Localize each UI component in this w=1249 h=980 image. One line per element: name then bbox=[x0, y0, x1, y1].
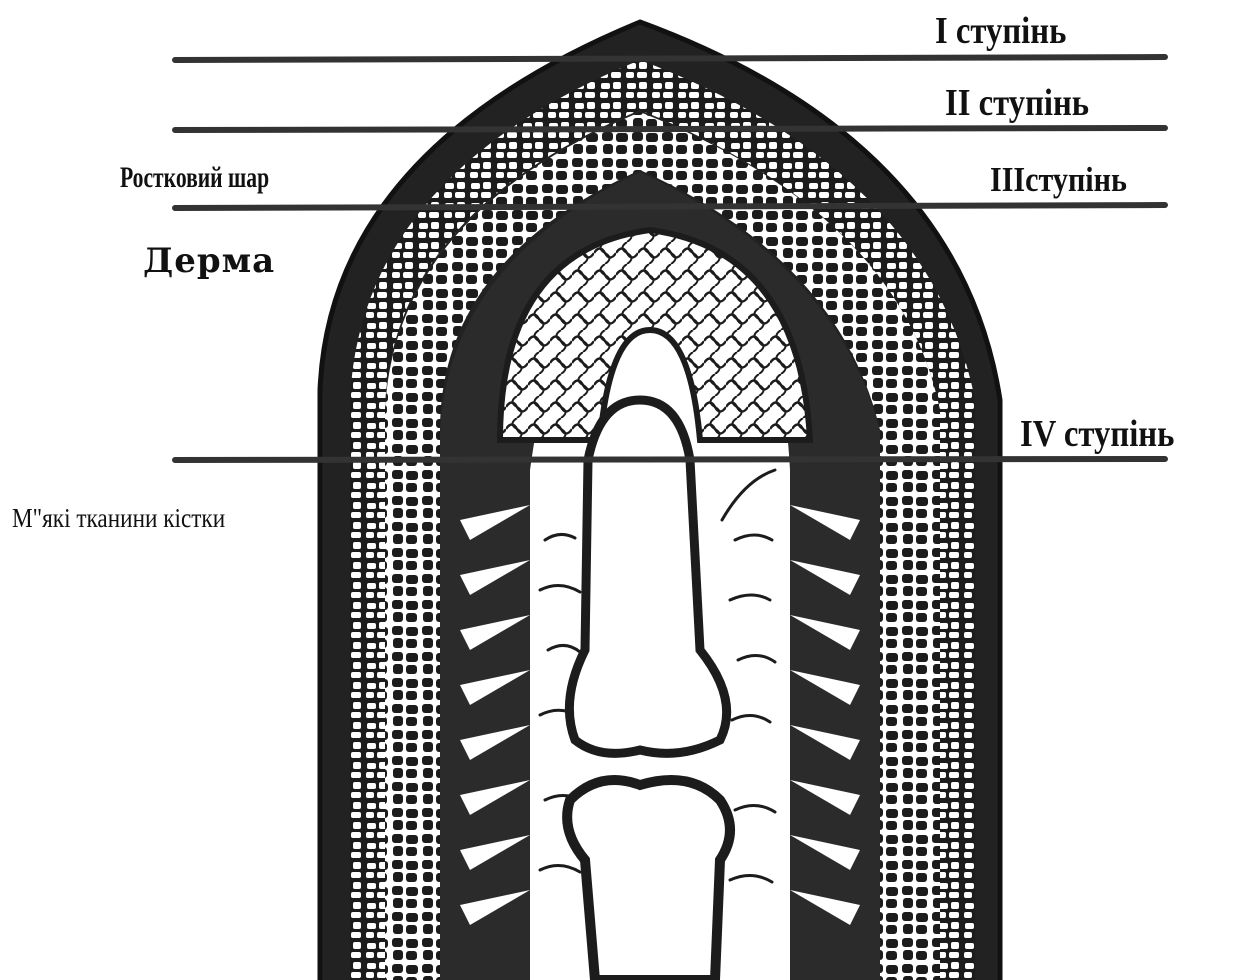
germinal-layer-label: Ростковий шар bbox=[120, 163, 269, 193]
soft-tissues-label: М"які тканини кістки bbox=[12, 505, 225, 532]
bone-phalanx-middle bbox=[567, 780, 730, 980]
degree-1-label: I ступінь bbox=[935, 12, 1066, 50]
degree-3-line bbox=[175, 205, 1165, 208]
finger-cross-section bbox=[300, 0, 1020, 980]
degree-3-label: IIIступінь bbox=[990, 162, 1127, 197]
degree-1-line bbox=[175, 57, 1165, 60]
degree-2-line bbox=[175, 128, 1165, 130]
degree-2-label: II ступінь bbox=[945, 84, 1089, 122]
degree-4-line bbox=[175, 459, 1165, 460]
degree-4-label: IV ступінь bbox=[1020, 415, 1174, 453]
dermis-label: Дерма bbox=[143, 244, 275, 278]
